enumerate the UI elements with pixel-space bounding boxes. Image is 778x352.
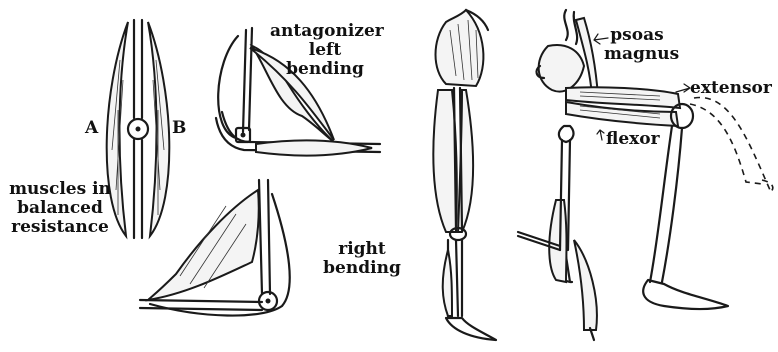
label-antagonizer-line-3: bending: [270, 60, 380, 79]
label-extensor: extensor: [690, 79, 772, 98]
label-psoas-line-2: magnus: [604, 45, 670, 64]
flexor-arrow: [597, 130, 604, 140]
label-psoas-line-1: psoas: [604, 26, 670, 45]
label-antagonizer: antagonizer left bending: [270, 22, 380, 79]
label-antagonizer-line-1: antagonizer: [270, 22, 380, 41]
standing-leg-figure: [433, 10, 496, 340]
muscle-b: [148, 22, 169, 236]
label-balanced-line-1: muscles in: [8, 180, 112, 199]
vertebrae: [564, 10, 577, 44]
label-right-bending-line-1: right: [322, 240, 402, 259]
shin: [650, 126, 682, 282]
foot: [446, 318, 496, 340]
flexor-muscle: [148, 190, 259, 300]
foot: [643, 280, 728, 309]
label-balanced-line-2: balanced: [8, 199, 112, 218]
extended-leg: [690, 97, 770, 190]
gluteal-mass: [436, 10, 484, 86]
label-balanced-resistance: muscles in balanced resistance: [8, 180, 112, 237]
upper-bone: [134, 20, 142, 118]
label-right-bending: right bending: [322, 240, 402, 278]
extensor-arrow: [676, 84, 690, 92]
lower-bone: [134, 140, 142, 238]
label-right-bending-line-2: bending: [322, 259, 402, 278]
label-flexor: flexor: [606, 130, 660, 149]
label-antagonizer-line-2: left: [270, 41, 380, 60]
label-psoas-magnus: psoas magnus: [604, 26, 670, 64]
label-b: B: [172, 119, 186, 138]
label-a: A: [85, 119, 98, 138]
label-balanced-line-3: resistance: [8, 218, 112, 237]
pelvis: [539, 45, 584, 92]
balanced-muscles-figure: [107, 20, 170, 238]
